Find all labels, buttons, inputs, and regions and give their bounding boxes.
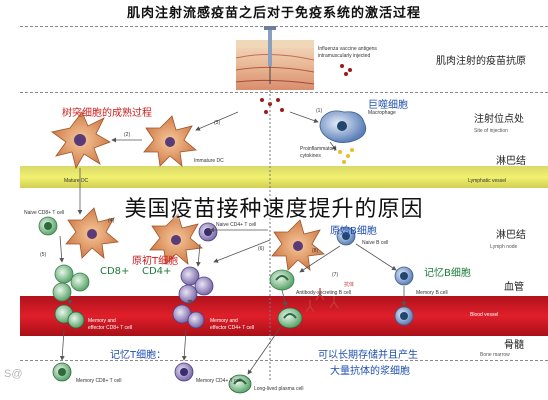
cytokine-dots xyxy=(338,148,354,164)
macrophage-cell xyxy=(319,110,367,143)
caption-overlay: 美国疫苗接种速度提升的原因 xyxy=(124,197,424,222)
injection-label-1: Influenza vaccine antigens xyxy=(318,46,377,52)
lymph-node-dc-left xyxy=(65,207,119,259)
step-number: (3) xyxy=(214,120,221,126)
mature-dc-cn-label: 树突细胞的成熟过程 xyxy=(62,108,152,119)
row-label-bone-marrow: 骨髓 xyxy=(504,340,524,351)
effector-cd4-en-label-1: Memory and xyxy=(210,318,238,324)
antibody-icons xyxy=(305,288,339,313)
step-number: (1) xyxy=(316,108,323,114)
naive-b-cn-label: 原始B细胞 xyxy=(330,226,377,237)
row-label-lymph-node-2: 淋巴结 xyxy=(496,230,526,241)
cytokines-label-2: cytokines xyxy=(300,153,321,159)
plasma-cell-cn-label-2: 大量抗体的浆细胞 xyxy=(330,366,410,377)
memory-b-cn-label: 记忆B细胞 xyxy=(424,268,471,279)
syringe-icon xyxy=(264,26,276,84)
row-label-antigen: 肌肉注射的疫苗抗原 xyxy=(436,56,526,67)
row-label-lymph-node-en: Lymph node xyxy=(490,244,518,250)
memory-cd4-t-cell xyxy=(174,362,194,382)
blood-antibody-b-cell xyxy=(277,307,303,329)
cytokines-label-1: Proinflammatory xyxy=(300,146,337,152)
effector-t-cn-label: 原初T细胞 xyxy=(132,256,179,267)
naive-cd8-t-cell xyxy=(38,216,58,236)
antibody-secreting-b-cell xyxy=(269,269,295,291)
blood-cd4-cells xyxy=(172,304,205,329)
effector-cd4-label: CD4+ xyxy=(142,266,172,277)
injection-label-2: intramuscularly injected xyxy=(318,53,371,59)
diagram-title: 肌肉注射流感疫苗之后对于免疫系统的激活过程 xyxy=(126,6,421,21)
row-label-bone-marrow-en: Bone marrow xyxy=(480,352,510,358)
blood-cd8-cells xyxy=(54,304,85,329)
antibody-b-en-label: Antibody-secreting B cell xyxy=(296,290,352,296)
effector-cd4-en-label-2: effector CD4+ T cell xyxy=(210,325,255,331)
lymphatic-vessel-band xyxy=(20,166,548,188)
naive-b-cell xyxy=(336,226,356,246)
memory-cd4-en-label: Memory CD4+ T cell xyxy=(196,378,242,384)
macrophage-cn-label: 巨噬细胞 xyxy=(368,100,408,111)
blood-memory-b-cell xyxy=(394,306,414,326)
effector-cd8-label: CD8+ xyxy=(100,266,130,277)
row-label-blood-vessel: 血管 xyxy=(504,282,524,293)
macrophage-en-label: Macrophage xyxy=(368,110,396,116)
step-number: (2) xyxy=(124,132,131,138)
naive-cd4-t-cell xyxy=(198,222,218,242)
mature-dc-cell xyxy=(51,111,111,170)
step-number: (4) xyxy=(108,218,115,224)
plasma-cell-cn-label-1: 可以长期存储并且产生 xyxy=(318,350,418,361)
naive-cd8-label: Naive CD8+ T cell xyxy=(24,210,65,216)
memory-b-en-label: Memory B cell xyxy=(416,290,448,296)
row-divider xyxy=(20,92,548,93)
lymph-node-dc-center xyxy=(149,213,203,265)
memory-t-cn-label: 记忆T细胞： xyxy=(110,350,167,361)
memory-cd8-t-cell xyxy=(52,362,72,382)
effector-cd8-en-label-2: effector CD8+ T cell xyxy=(88,325,133,331)
row-label-lymph-node-1: 淋巴结 xyxy=(496,156,526,167)
antigen-dots xyxy=(260,64,352,114)
row-divider xyxy=(20,26,548,27)
long-lived-plasma-cell xyxy=(228,374,252,394)
step-number: (8) xyxy=(312,248,319,254)
effector-cd8-en-label-1: Memory and xyxy=(88,318,116,324)
memory-b-cell xyxy=(394,266,414,286)
naive-b-en-label: Naive B cell xyxy=(362,240,389,246)
watermark-text: S@ xyxy=(4,368,23,380)
mature-dc-en-label: Mature DC xyxy=(64,178,89,184)
muscle-tissue-illustration xyxy=(235,40,315,90)
step-number: (7) xyxy=(332,272,339,278)
immature-dc-en-label: Immature DC xyxy=(194,158,224,164)
row-label-injection-site: 注射位点处 xyxy=(474,114,524,125)
effector-cd4-cells xyxy=(178,266,214,304)
row-divider xyxy=(20,360,548,361)
step-number: (5) xyxy=(40,252,47,258)
lymphatic-vessel-label: Lymphatic vessel xyxy=(468,178,507,184)
naive-cd4-label: Naive CD4+ T cell xyxy=(216,222,257,228)
memory-cd8-en-label: Memory CD8+ T cell xyxy=(76,378,122,384)
row-label-injection-site-en: Site of injection xyxy=(474,128,508,134)
blood-vessel-label: Blood vessel xyxy=(470,312,499,318)
immature-dc-cell xyxy=(143,115,197,167)
lymph-node-dc-right xyxy=(271,219,325,271)
plasma-cell-en-label: Long-lived plasma cell xyxy=(254,386,304,392)
step-number: (6) xyxy=(258,246,265,252)
effector-cd8-cells xyxy=(52,264,90,302)
antibody-cn-label: 抗体 xyxy=(344,282,355,288)
